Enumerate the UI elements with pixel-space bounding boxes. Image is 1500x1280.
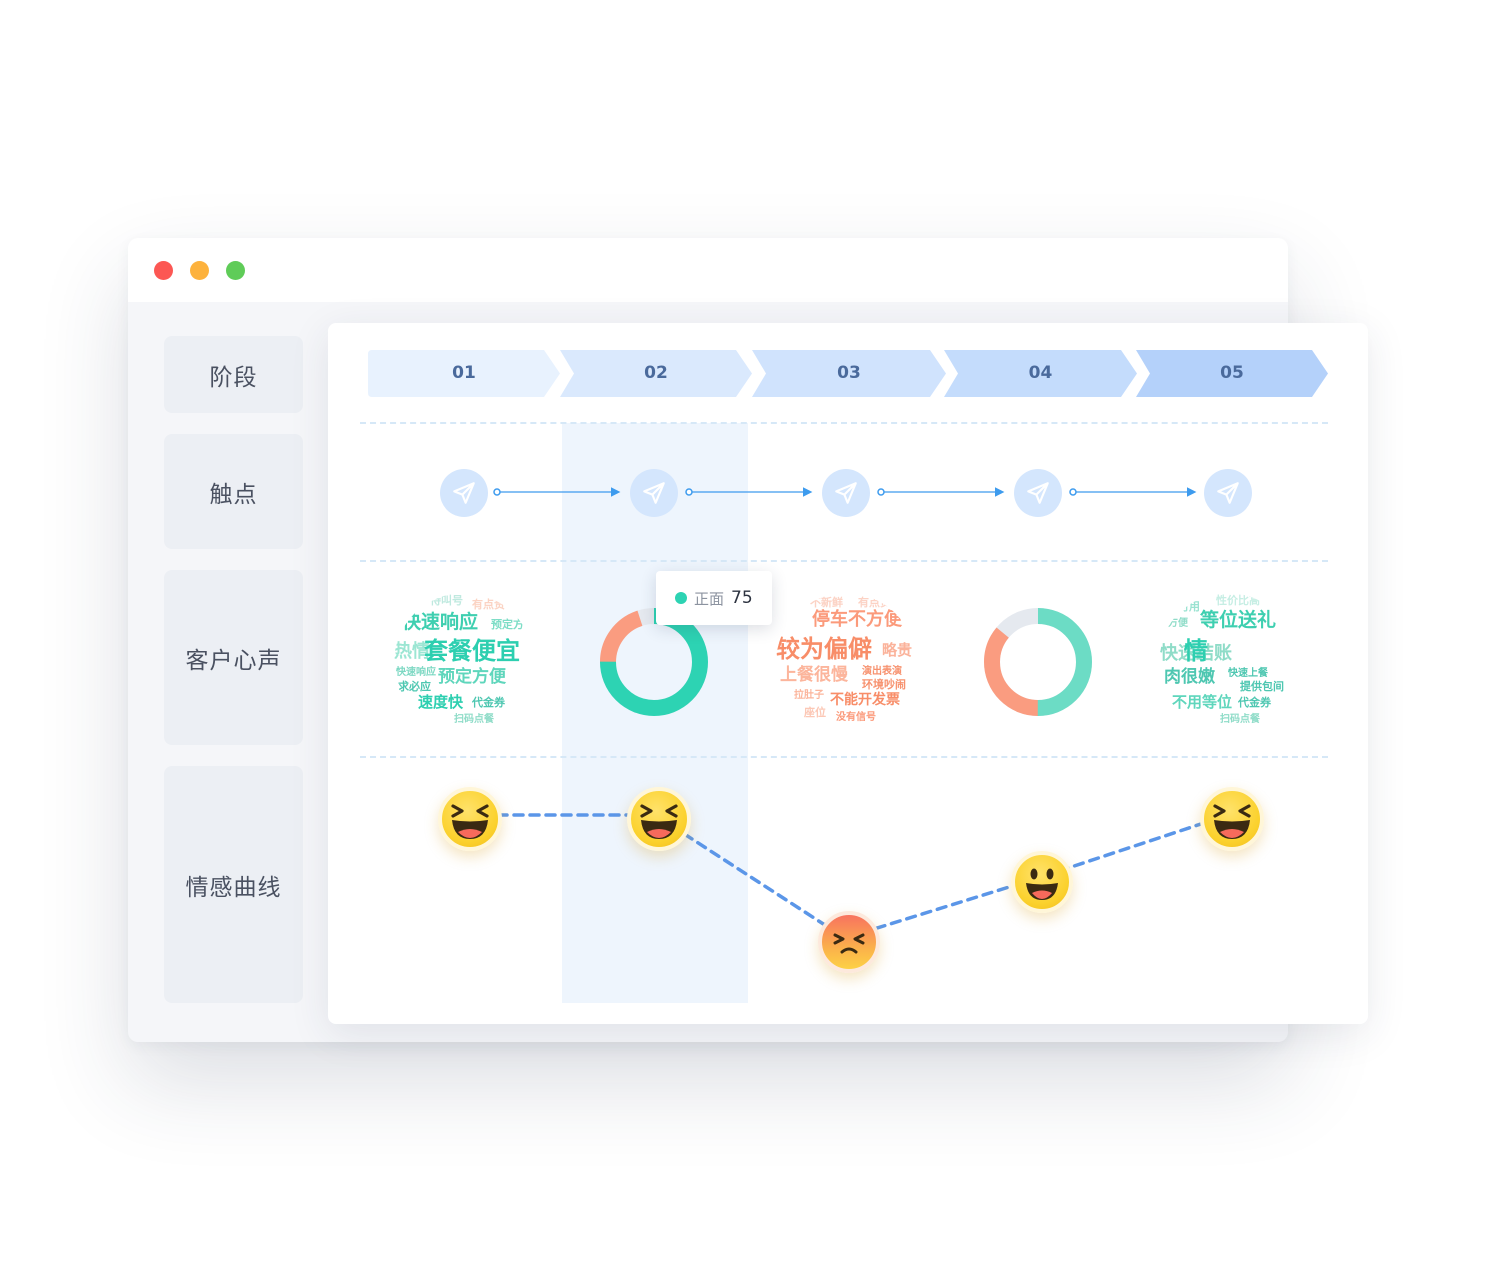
laughing-face-icon — [1213, 804, 1251, 839]
word-cloud-term: 演出表演 — [862, 666, 902, 677]
word-cloud-stage-01[interactable]: 待叫号 有点贵 快速响应 预定方 热情 套餐便宜 快速响应 预定方便 求必应 速… — [394, 593, 534, 733]
paper-plane-icon — [835, 482, 857, 504]
smiling-face-icon — [1026, 868, 1058, 900]
word-cloud-term: 套餐便宜 — [424, 637, 520, 665]
paper-plane-icon — [643, 482, 665, 504]
word-cloud-term: 快速结账 — [1160, 643, 1232, 664]
word-cloud-term: 有点贵 — [472, 598, 505, 611]
word-cloud-term: 肉很嫩 — [1164, 667, 1215, 687]
word-cloud-term: 情 — [1184, 637, 1208, 665]
word-cloud-term: 座位 — [804, 706, 826, 719]
word-cloud-term: 不能开发票 — [830, 692, 900, 708]
minimize-window-button[interactable] — [190, 261, 209, 280]
word-cloud-term: 预定方便 — [438, 667, 506, 687]
stage-label: 03 — [837, 363, 861, 383]
sentiment-donut-stage-04[interactable] — [982, 606, 1094, 718]
donut-positive-segment — [984, 608, 1092, 716]
title-bar — [128, 238, 1288, 302]
word-cloud-term: 可用 — [1178, 600, 1200, 613]
touchpoint-connectors — [493, 487, 1197, 497]
stage-label: 02 — [644, 363, 668, 383]
word-cloud-term: 扫码点餐 — [1220, 714, 1260, 725]
row-label-voice: 客户心声 — [164, 570, 303, 745]
maximize-window-button[interactable] — [226, 261, 245, 280]
stage-label: 01 — [452, 363, 476, 383]
word-cloud-term: 停车不方便 — [812, 609, 902, 630]
word-cloud-term: 较为偏僻 — [776, 635, 872, 663]
stage-label: 04 — [1028, 363, 1053, 383]
close-window-button[interactable] — [154, 261, 173, 280]
emotion-point-05[interactable] — [1200, 787, 1264, 851]
emotion-point-01[interactable] — [438, 787, 502, 851]
row-label-touchpoint: 触点 — [164, 434, 303, 549]
word-cloud-term: 性价比高 — [1216, 594, 1260, 607]
paper-plane-icon — [1027, 482, 1049, 504]
word-cloud-term: 等位送礼 — [1200, 609, 1277, 631]
word-cloud-term: 上餐很慢 — [780, 665, 848, 685]
stage-step-05[interactable]: 05 — [1136, 350, 1328, 397]
touchpoint-node-01[interactable] — [440, 469, 488, 517]
stage-step-03[interactable]: 03 — [752, 350, 946, 397]
tooltip-label: 正面 — [694, 589, 725, 608]
laughing-face-icon — [451, 804, 489, 839]
tooltip-value: 75 — [731, 588, 753, 608]
touchpoint-node-04[interactable] — [1014, 469, 1062, 517]
angry-face-icon — [833, 933, 865, 954]
row-divider — [360, 560, 1328, 562]
word-cloud-term: 快速响应 — [402, 611, 479, 633]
tooltip-legend-dot — [675, 592, 687, 604]
donut-positive-segment — [600, 608, 708, 716]
word-cloud-stage-03[interactable]: 不新鲜 有点贵 停车不方便 较为偏僻 略贵 上餐很慢 演出表演 环境吵闹 拉肚子… — [776, 593, 916, 733]
connector-arrow — [493, 487, 621, 497]
word-cloud-term: 扫码点餐 — [454, 714, 494, 725]
row-divider — [360, 422, 1328, 424]
word-cloud-term: 求必应 — [398, 680, 431, 693]
word-cloud-term: 代金券 — [1238, 696, 1271, 709]
word-cloud-term: 不新鲜 — [810, 596, 843, 609]
touchpoint-node-05[interactable] — [1204, 469, 1252, 517]
laughing-face-icon — [640, 804, 678, 839]
word-cloud-term: 快速上餐 — [1228, 668, 1268, 679]
word-cloud-term: 预定方 — [491, 618, 524, 631]
word-cloud-term: 环境吵闹 — [862, 678, 906, 691]
donut-tooltip: 正面 75 — [656, 571, 772, 625]
word-cloud-term: 拉肚子 — [794, 690, 824, 701]
stage-step-02[interactable]: 02 — [560, 350, 752, 397]
word-cloud-term: 方便 — [1168, 618, 1188, 629]
touchpoint-node-03[interactable] — [822, 469, 870, 517]
word-cloud-stage-05[interactable]: 性价比高 可用 等位送礼 方便 快速结账 情 肉很嫩 快速上餐 提供包间 不用等… — [1158, 593, 1298, 733]
journey-map-panel: 01 02 03 04 05 — [328, 323, 1368, 1024]
row-divider — [360, 756, 1328, 758]
word-cloud-term: 代金券 — [472, 696, 505, 709]
paper-plane-icon — [1217, 482, 1239, 504]
paper-plane-icon — [453, 482, 475, 504]
stage-step-04[interactable]: 04 — [944, 350, 1137, 397]
word-cloud-term: 略贵 — [882, 641, 913, 659]
connector-arrow — [877, 487, 1005, 497]
emotion-point-04[interactable] — [1011, 851, 1073, 913]
sentiment-donut-stage-02[interactable] — [598, 606, 710, 718]
touchpoint-node-02[interactable] — [630, 469, 678, 517]
row-label-emotion: 情感曲线 — [164, 766, 303, 1003]
word-cloud-term: 有点贵 — [858, 596, 891, 609]
connector-arrow — [1069, 487, 1197, 497]
word-cloud-term: 不用等位 — [1172, 693, 1233, 711]
word-cloud-term: 热情 — [394, 641, 430, 662]
word-cloud-term: 快速响应 — [396, 667, 436, 678]
emotion-point-03[interactable] — [818, 911, 880, 973]
word-cloud-term: 速度快 — [418, 693, 464, 711]
word-cloud-term: 提供包间 — [1240, 680, 1284, 693]
stage-label: 05 — [1220, 363, 1244, 383]
word-cloud-term: 待叫号 — [430, 594, 463, 607]
connector-arrow — [685, 487, 813, 497]
word-cloud-term: 没有信号 — [836, 712, 876, 723]
stage-step-01[interactable]: 01 — [368, 350, 560, 397]
emotion-point-02[interactable] — [627, 787, 691, 851]
row-label-stage: 阶段 — [164, 336, 303, 413]
